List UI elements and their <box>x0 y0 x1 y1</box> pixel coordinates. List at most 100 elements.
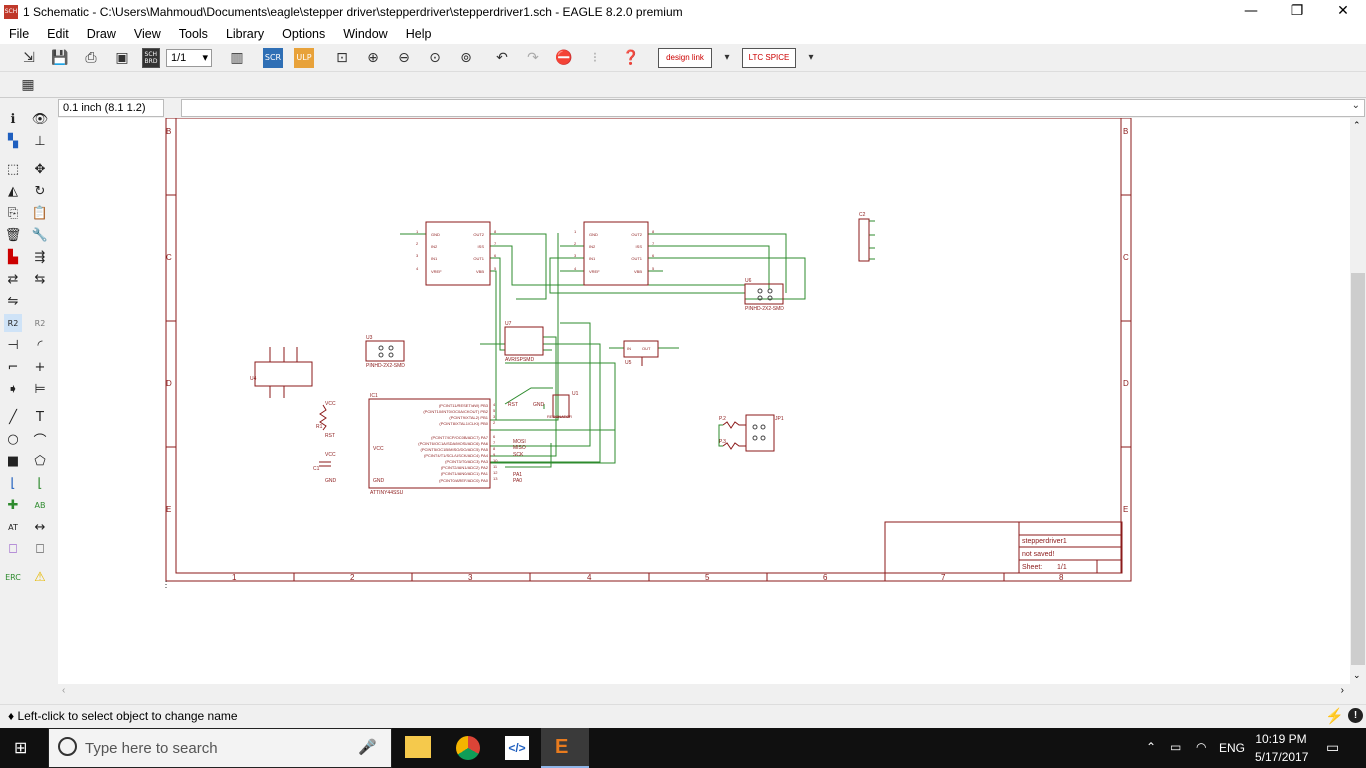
go-icon[interactable]: ⁝ <box>592 49 598 66</box>
schematic-canvas[interactable]: B C D E B C D E 1 2 3 4 5 6 7 8 stepperd… <box>58 118 1350 684</box>
split-icon[interactable]: ⌐ <box>7 359 19 375</box>
optimize-icon[interactable]: + <box>34 359 46 375</box>
cam-icon[interactable]: ▣ <box>115 49 129 66</box>
menu-file[interactable]: File <box>9 26 30 41</box>
erc-icon[interactable]: ERC <box>5 572 21 582</box>
scroll-right-icon[interactable]: › <box>1340 685 1344 696</box>
attiny-ic1[interactable] <box>368 398 491 489</box>
info-icon[interactable]: ℹ <box>10 111 16 127</box>
frame-icon[interactable]: ⎕ <box>9 541 17 557</box>
dimension-tool-icon[interactable]: ↔ <box>34 519 46 535</box>
delete-icon[interactable]: 🗑 <box>4 227 22 243</box>
resonator-u8[interactable] <box>552 394 570 418</box>
miter-icon[interactable]: ◜ <box>37 337 43 353</box>
resistor-r1[interactable] <box>319 404 327 431</box>
paste-icon[interactable]: 📋 <box>31 205 49 221</box>
designlink-button[interactable]: design link <box>658 47 712 68</box>
menu-tools[interactable]: Tools <box>178 26 208 41</box>
horizontal-scrollbar[interactable]: ‹ › <box>58 684 1350 700</box>
show-icon[interactable]: 👁 <box>31 111 49 127</box>
zoom-in-icon[interactable]: ⊕ <box>367 49 379 66</box>
text-icon[interactable]: T <box>36 409 44 425</box>
header-u6[interactable] <box>744 283 784 305</box>
clock-date[interactable]: 5/17/2017 <box>1255 750 1309 764</box>
wifi-icon[interactable]: ◠ <box>1196 740 1207 754</box>
scroll-up-icon[interactable]: ⌃ <box>1353 120 1361 130</box>
avrisp-u7[interactable] <box>504 326 544 356</box>
restore-button[interactable]: ❐ <box>1290 3 1304 19</box>
zoom-select-icon[interactable]: ⊚ <box>460 49 472 66</box>
select-icon[interactable]: ⬚ <box>6 161 20 177</box>
zoom-out-icon[interactable]: ⊖ <box>398 49 410 66</box>
attribute-tool-icon[interactable]: AT <box>8 522 18 532</box>
driver-u1[interactable] <box>425 221 491 286</box>
menu-edit[interactable]: Edit <box>47 26 69 41</box>
file-explorer-icon[interactable] <box>405 736 431 758</box>
schematic-drawing[interactable]: B C D E B C D E 1 2 3 4 5 6 7 8 stepperd… <box>58 118 1350 684</box>
open-icon[interactable]: ⇲ <box>23 49 35 66</box>
add-part-icon[interactable]: ▙ <box>8 249 18 265</box>
sheet-select[interactable]: 1/1▾ <box>166 48 212 67</box>
ulp-button[interactable]: ULP <box>294 47 314 68</box>
notifications-icon[interactable]: ▭ <box>1326 739 1340 755</box>
replace-icon[interactable]: ⇄ <box>7 271 19 287</box>
ltspice-button[interactable]: LTC SPICE <box>742 47 796 68</box>
redo-icon[interactable]: ↷ <box>527 49 539 66</box>
command-input[interactable]: ⌄ <box>181 99 1365 117</box>
print-icon[interactable]: ⎙ <box>85 49 97 66</box>
change-icon[interactable]: 🔧 <box>31 227 49 243</box>
invoke-icon[interactable]: ⇋ <box>7 293 19 309</box>
regulator-u5[interactable] <box>623 340 659 358</box>
menu-view[interactable]: View <box>133 26 161 41</box>
name-tool-icon[interactable]: R2 <box>4 314 22 332</box>
warning-icon[interactable]: ⚠ <box>34 569 46 585</box>
net-icon[interactable]: ⌊ <box>37 475 43 491</box>
gateswap-icon[interactable]: ⇆ <box>34 271 46 287</box>
rotate-icon[interactable]: ↻ <box>34 183 46 199</box>
chevron-down-icon[interactable]: ⌄ <box>1351 100 1360 111</box>
display-layers-icon[interactable]: ▚ <box>8 133 18 149</box>
scr-button[interactable]: SCR <box>262 47 284 68</box>
value-tool-icon[interactable]: R2 <box>34 318 46 328</box>
menu-options[interactable]: Options <box>282 26 326 41</box>
menu-draw[interactable]: Draw <box>86 26 116 41</box>
smash-icon[interactable]: ⊣ <box>7 337 19 353</box>
vertical-scroll-thumb[interactable] <box>1351 273 1365 665</box>
part-u4[interactable] <box>254 361 313 387</box>
attribute-icon[interactable]: ➧ <box>7 381 19 397</box>
chevron-down-icon[interactable]: ▾ <box>808 52 814 63</box>
capacitor-c2[interactable] <box>858 218 870 262</box>
arc-icon[interactable]: ⌒ <box>33 433 47 449</box>
menu-library[interactable]: Library <box>225 26 265 41</box>
help-icon[interactable]: ❓ <box>622 49 640 66</box>
zoom-redraw-icon[interactable]: ⊙ <box>429 49 441 66</box>
scroll-left-icon[interactable]: ‹ <box>62 685 66 696</box>
bus-icon[interactable]: ⌊ <box>10 475 16 491</box>
header-jp1[interactable] <box>745 414 775 452</box>
zoom-fit-icon[interactable]: ⊡ <box>336 49 348 66</box>
language-indicator[interactable]: ENG <box>1219 741 1246 755</box>
tray-chevron-icon[interactable]: ⌃ <box>1146 740 1157 754</box>
windows-start-icon[interactable]: ⊞ <box>14 740 28 757</box>
pinswap-icon[interactable]: ⇶ <box>34 249 46 265</box>
menu-window[interactable]: Window <box>343 26 388 41</box>
lightning-icon[interactable]: ⚡ <box>1325 708 1344 725</box>
library-icon[interactable]: ▥ <box>230 49 244 66</box>
code-editor-icon[interactable]: </> <box>505 736 529 760</box>
battery-icon[interactable]: ▭ <box>1170 740 1182 754</box>
label-icon[interactable]: AB <box>34 500 46 510</box>
microphone-icon[interactable]: 🎤 <box>358 739 377 756</box>
vertical-scrollbar[interactable]: ⌃ ⌄ <box>1350 118 1366 684</box>
menu-help[interactable]: Help <box>405 26 432 41</box>
circle-icon[interactable]: ○ <box>7 431 19 447</box>
mark-icon[interactable]: ⊥ <box>34 133 46 149</box>
rectangle-icon[interactable]: ■ <box>6 453 20 469</box>
close-button[interactable]: ✕ <box>1337 3 1349 19</box>
stop-command-icon[interactable]: ! <box>1348 708 1363 723</box>
clock-time[interactable]: 10:19 PM <box>1255 732 1307 746</box>
stop-icon[interactable]: ⛔ <box>555 49 573 66</box>
chrome-icon[interactable] <box>456 736 480 760</box>
mirror-icon[interactable]: ◭ <box>8 183 18 199</box>
junction-icon[interactable]: ✚ <box>7 497 19 513</box>
save-icon[interactable]: 💾 <box>51 49 69 66</box>
